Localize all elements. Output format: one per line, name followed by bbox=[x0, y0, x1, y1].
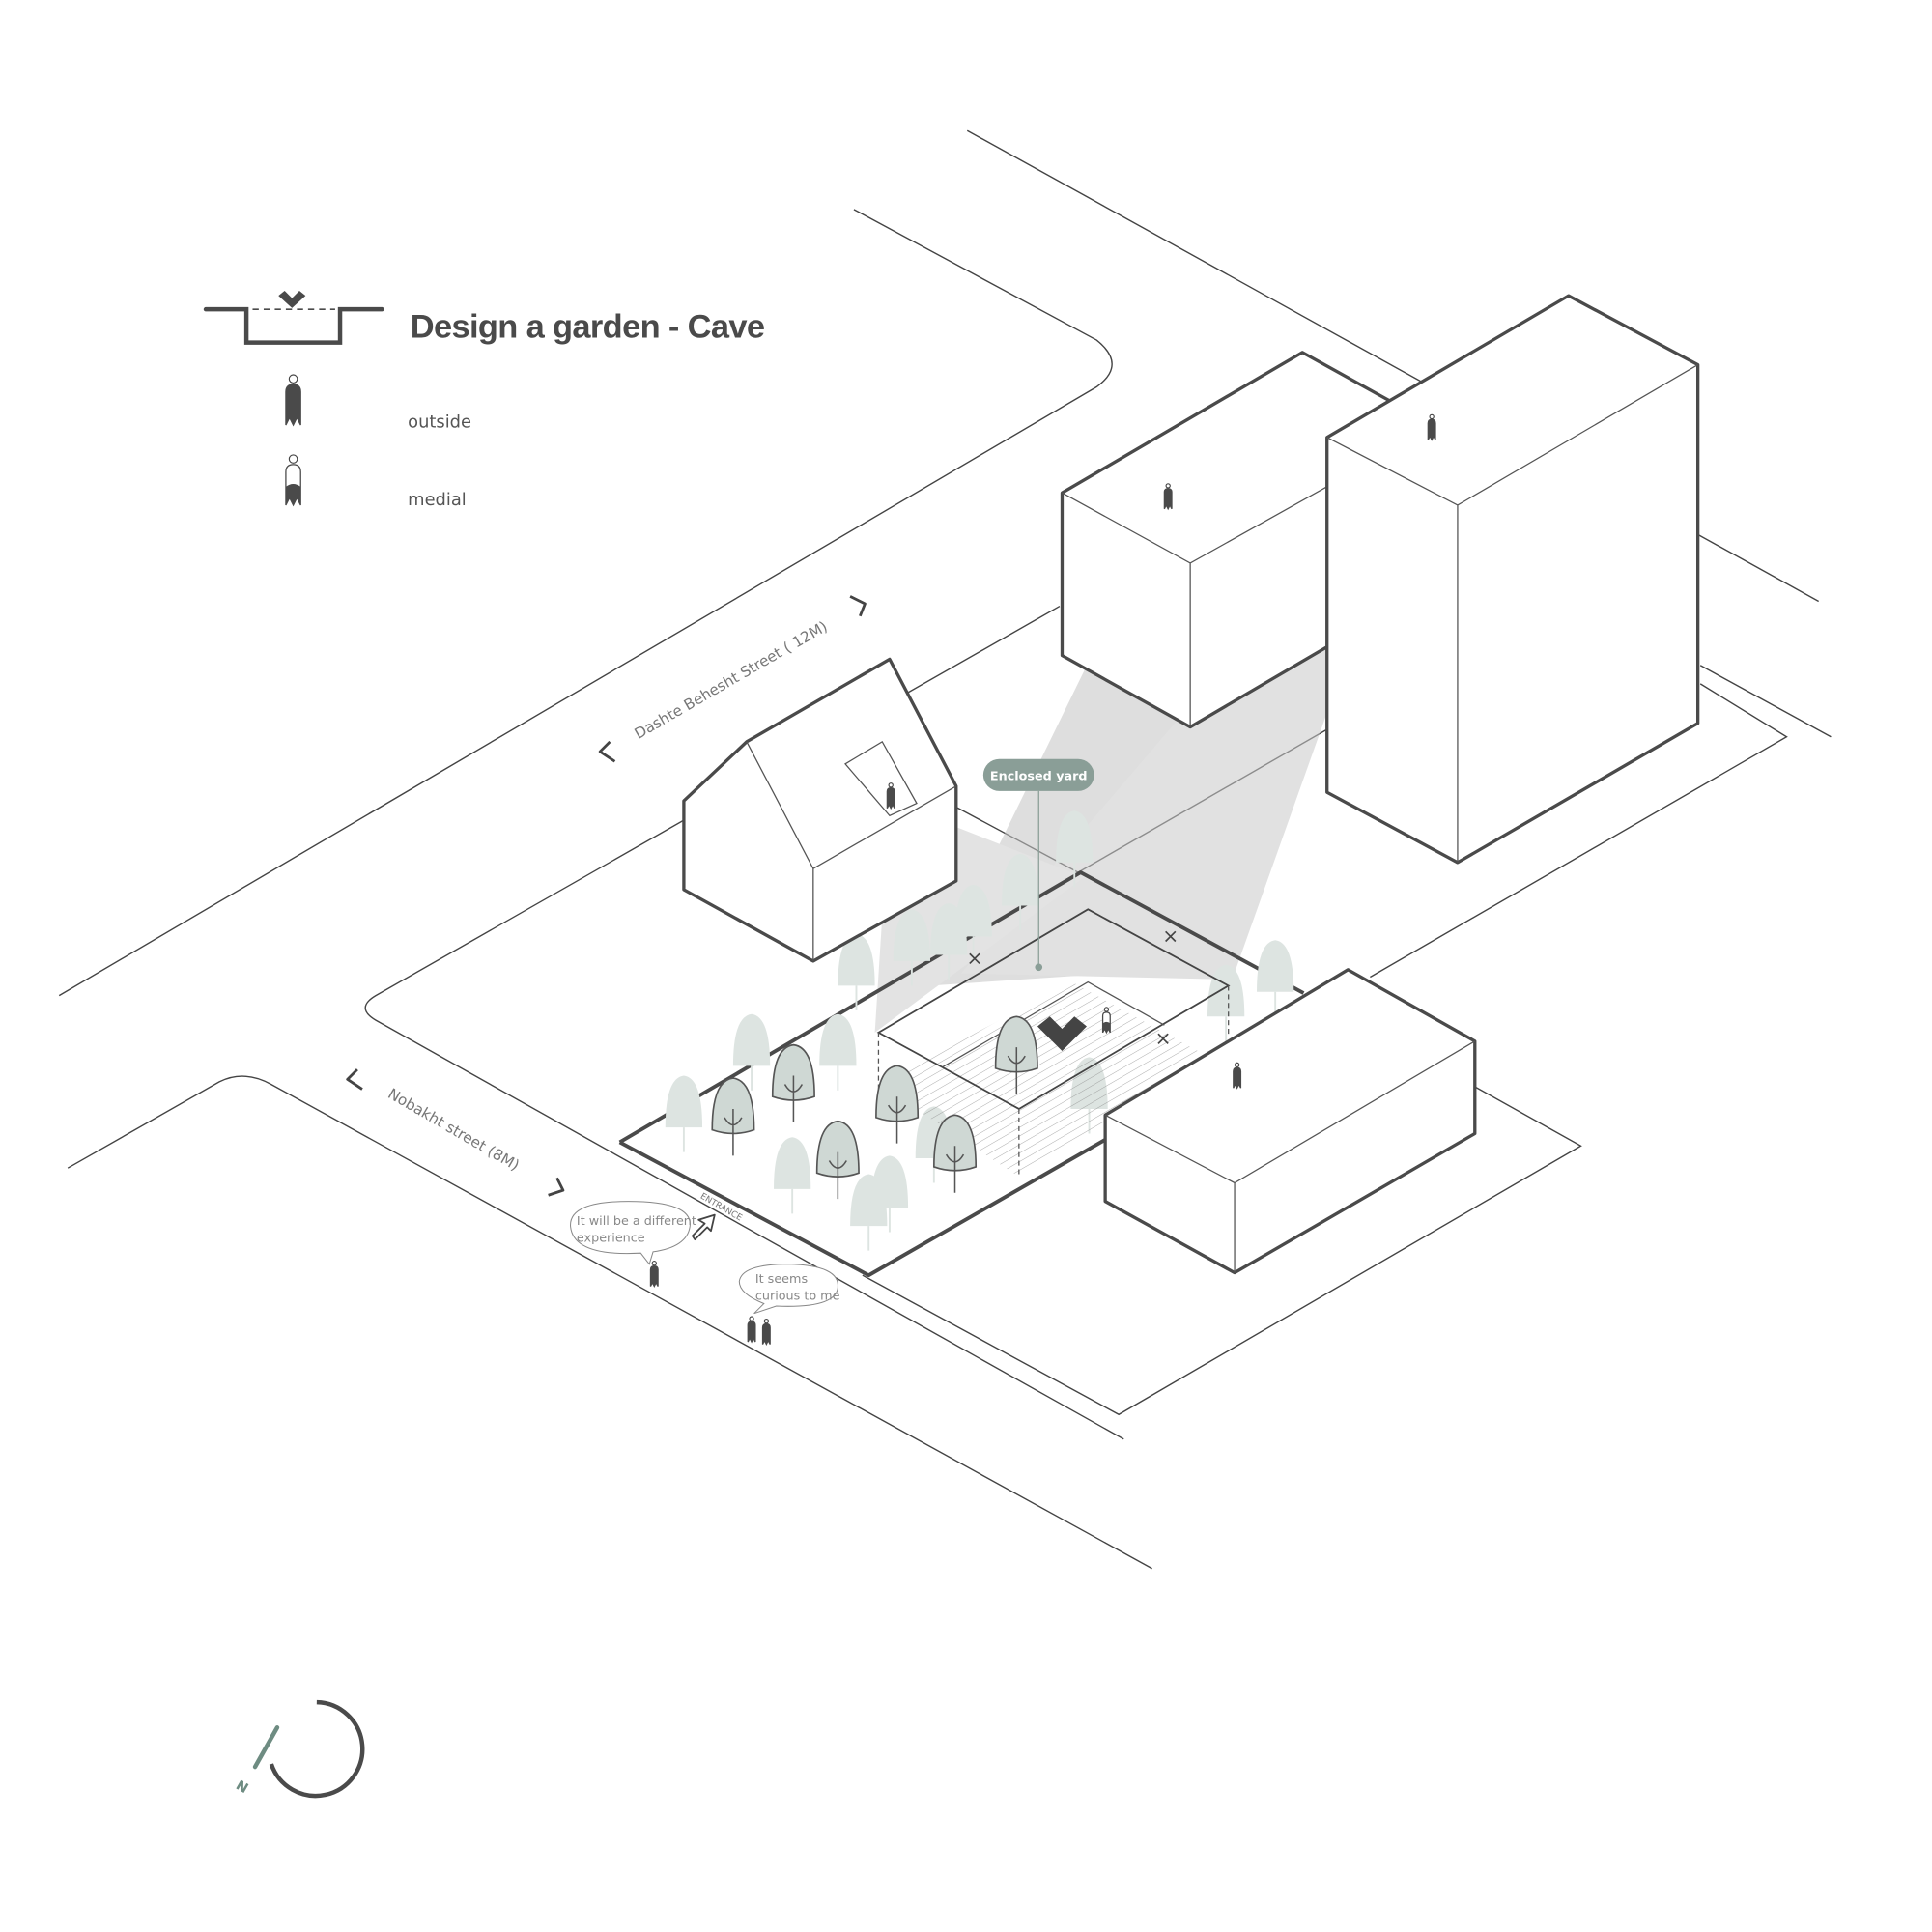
tree-silhouette bbox=[1001, 853, 1039, 931]
svg-text:It seems: It seems bbox=[755, 1272, 809, 1287]
enclosed-yard-badge[interactable]: Enclosed yard bbox=[982, 758, 1094, 972]
tree-silhouette bbox=[1208, 964, 1245, 1041]
page-title: Design a garden - Cave bbox=[411, 308, 765, 345]
tree-silhouette bbox=[838, 933, 875, 1010]
person-outside-icon bbox=[761, 1318, 771, 1347]
compass-ring bbox=[269, 1699, 365, 1799]
building-tall bbox=[1325, 294, 1700, 865]
legend: Design a garden - Cave outside medial bbox=[203, 291, 765, 510]
speech-bubble: It will be a different curious to me exp… bbox=[570, 1201, 696, 1265]
tree-silhouette bbox=[774, 1137, 811, 1214]
chevron-icon bbox=[548, 1177, 565, 1197]
person-outside-icon bbox=[886, 782, 895, 810]
person-outside-icon bbox=[1233, 1062, 1242, 1090]
heart-chevron-icon bbox=[278, 291, 306, 308]
entrance-arrow-icon bbox=[691, 1213, 716, 1241]
person-outside-icon bbox=[1163, 483, 1173, 511]
svg-text:experience: experience bbox=[577, 1232, 645, 1246]
cave-section-icon bbox=[203, 306, 384, 345]
building-middle bbox=[1060, 351, 1406, 729]
garden-plot bbox=[618, 870, 1305, 1278]
chevron-icon bbox=[598, 740, 616, 763]
legend-label-outside: outside bbox=[408, 412, 471, 433]
building-bottom-right bbox=[1103, 968, 1477, 1275]
cross-marks bbox=[969, 930, 1177, 1044]
tree bbox=[771, 1043, 815, 1122]
tree-silhouette bbox=[665, 1075, 703, 1152]
tree bbox=[875, 1065, 920, 1144]
street-lines bbox=[58, 129, 1832, 1570]
direction-arrows bbox=[346, 595, 867, 1241]
person-outside-icon bbox=[649, 1261, 659, 1289]
house bbox=[682, 657, 958, 963]
people bbox=[285, 374, 1436, 1347]
person-filled-icon bbox=[285, 374, 301, 427]
tree bbox=[933, 1114, 978, 1193]
person-hollow-icon bbox=[285, 454, 301, 507]
heart-chevron-icon bbox=[1037, 1016, 1087, 1052]
north-compass: N bbox=[233, 1699, 365, 1799]
speech-bubble: It seems curious to me bbox=[738, 1264, 840, 1315]
cross-icon bbox=[969, 952, 980, 965]
compass-north-label: N bbox=[233, 1777, 250, 1797]
tree-silhouette bbox=[732, 1013, 771, 1091]
street-label-nobakht: Nobakht street (8M) bbox=[385, 1085, 523, 1174]
cross-icon bbox=[1157, 1033, 1169, 1044]
tree bbox=[711, 1077, 755, 1156]
legend-label-medial: medial bbox=[408, 490, 467, 510]
tree bbox=[994, 1015, 1038, 1094]
tree-silhouette bbox=[930, 902, 968, 980]
badge-label: Enclosed yard bbox=[990, 769, 1088, 783]
trees-foreground bbox=[711, 1015, 1038, 1200]
person-outside-icon bbox=[1427, 413, 1436, 441]
tree-silhouette bbox=[1056, 810, 1094, 888]
tree bbox=[815, 1120, 860, 1200]
tree-silhouette bbox=[893, 909, 931, 986]
chevron-icon bbox=[346, 1068, 363, 1091]
svg-text:It will be a different: It will be a different bbox=[577, 1214, 696, 1229]
cross-icon bbox=[1165, 930, 1177, 943]
person-medial-icon bbox=[1101, 1007, 1111, 1035]
chevron-icon bbox=[849, 595, 867, 617]
tree-silhouette bbox=[819, 1013, 857, 1091]
tree-silhouette bbox=[870, 1155, 909, 1233]
svg-text:curious to me: curious to me bbox=[755, 1290, 840, 1304]
person-outside-icon bbox=[747, 1316, 756, 1344]
